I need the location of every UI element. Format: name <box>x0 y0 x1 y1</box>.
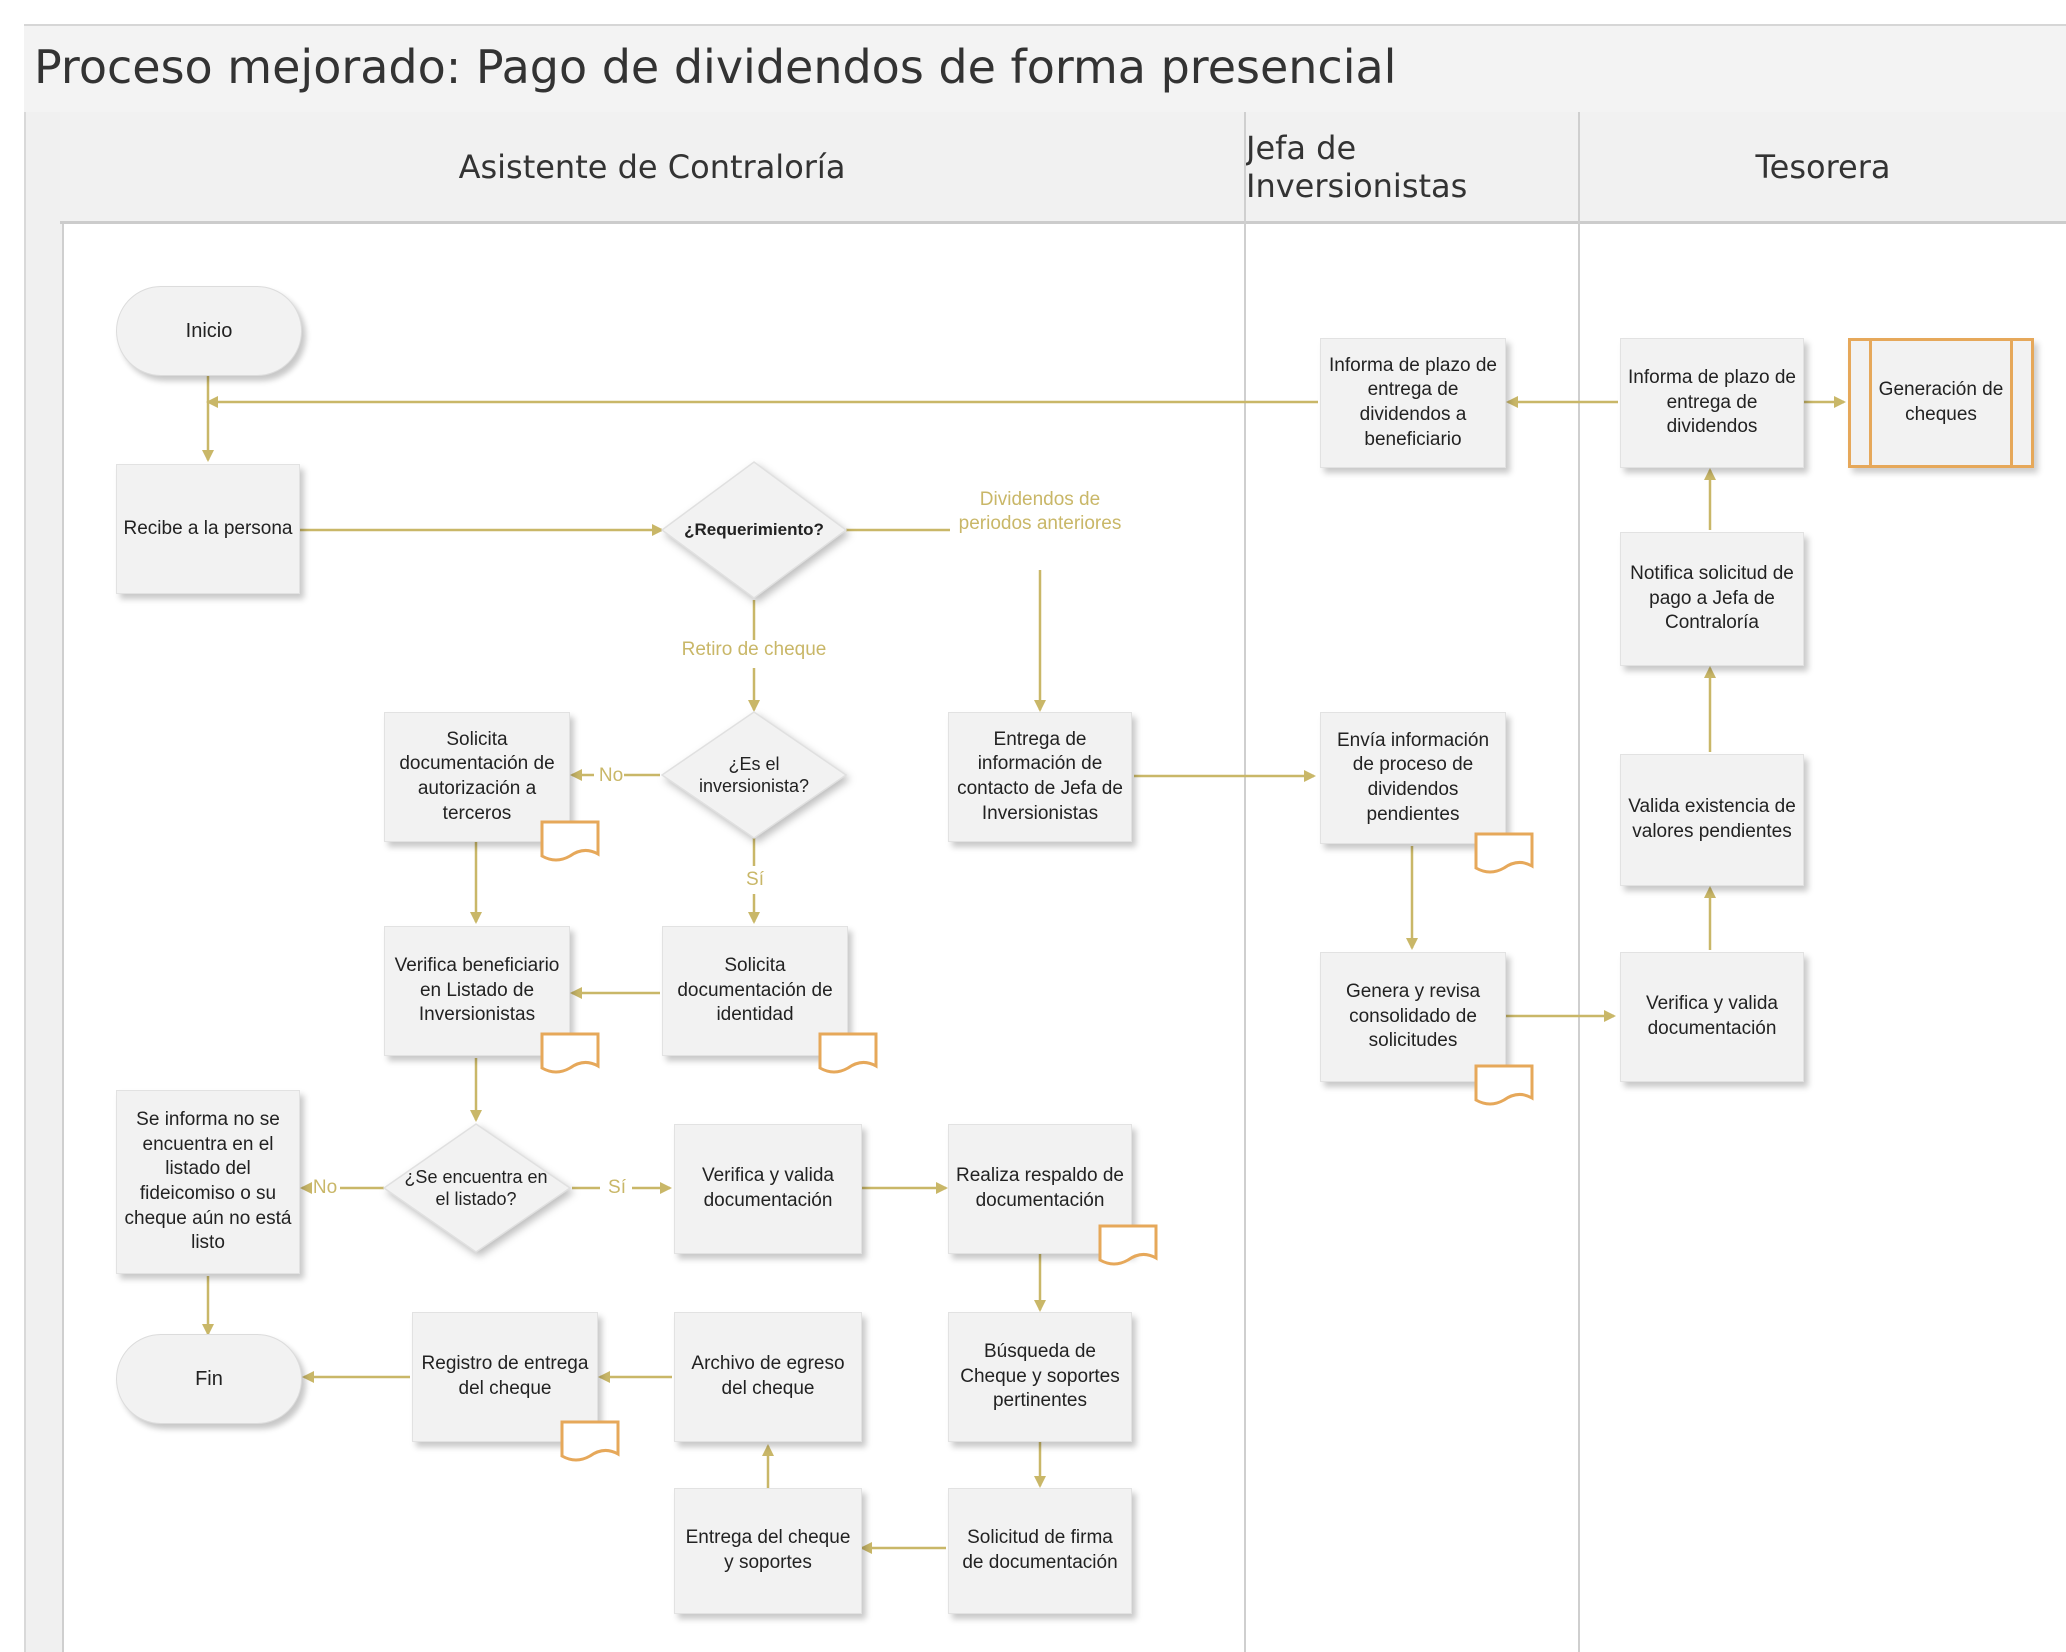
diagram-title-bar: Proceso mejorado: Pago de dividendos de … <box>24 24 2066 115</box>
lane-separator <box>1244 112 1246 1652</box>
process-verifica-valida-2: Verifica y valida documentación <box>1620 952 1804 1082</box>
lane-header-asistente: Asistente de Contraloría <box>60 112 1244 224</box>
process-registro-entrega: Registro de entrega del cheque <box>412 1312 598 1442</box>
diagram-title: Proceso mejorado: Pago de dividendos de … <box>34 40 1397 94</box>
flow-label-no: No <box>598 765 624 786</box>
subprocess-generacion-cheques: Generación de cheques <box>1848 338 2034 468</box>
end-terminal: Fin <box>116 1334 302 1424</box>
flow-label-si: Sí <box>746 869 764 890</box>
document-icon <box>1474 832 1534 874</box>
decision-inversionista-label: ¿Es el inversionista? <box>698 753 810 797</box>
start-terminal: Inicio <box>116 286 302 376</box>
process-verifica-beneficiario: Verifica beneficiario en Listado de Inve… <box>384 926 570 1056</box>
flow-label-si: Sí <box>608 1177 626 1198</box>
process-informa-plazo-jefa: Informa de plazo de entrega de dividendo… <box>1320 338 1506 468</box>
process-informa-plazo-tesorera: Informa de plazo de entrega de dividendo… <box>1620 338 1804 468</box>
document-icon <box>818 1032 878 1074</box>
process-genera-revisa: Genera y revisa consolidado de solicitud… <box>1320 952 1506 1082</box>
process-recibe: Recibe a la persona <box>116 464 300 594</box>
process-solicitud-firma: Solicitud de firma de documentación <box>948 1488 1132 1614</box>
process-valida-existencia: Valida existencia de valores pendientes <box>1620 754 1804 886</box>
process-realiza-respaldo: Realiza respaldo de documentación <box>948 1124 1132 1254</box>
process-se-informa: Se informa no se encuentra en el listado… <box>116 1090 300 1274</box>
process-notifica-solicitud: Notifica solicitud de pago a Jefa de Con… <box>1620 532 1804 666</box>
document-icon <box>540 820 600 862</box>
process-entrega-contacto: Entrega de información de contacto de Je… <box>948 712 1132 842</box>
decision-listado-label: ¿Se encuentra en el listado? <box>404 1166 548 1210</box>
decision-diamond-requerimiento <box>660 461 848 599</box>
decision-requerimiento-label: ¿Requerimiento? <box>684 520 824 540</box>
process-entrega-cheque: Entrega del cheque y soportes <box>674 1488 862 1614</box>
process-busqueda-cheque: Búsqueda de Cheque y soportes pertinente… <box>948 1312 1132 1442</box>
decision-diamond-inversionista <box>660 711 848 839</box>
document-icon <box>560 1420 620 1462</box>
lane-header-tesorera: Tesorera <box>1580 112 2066 224</box>
flow-label-retiro-cheque: Retiro de cheque <box>681 639 827 660</box>
lane-separator <box>1578 112 1580 1652</box>
flow-label-dividendos-anteriores: Dividendos de periodos anteriores <box>958 489 1122 534</box>
pool-label-strip <box>24 112 64 1652</box>
lane-header-jefa: Jefa de Inversionistas <box>1246 112 1578 224</box>
flow-label-no: No <box>312 1177 338 1198</box>
document-icon <box>1098 1224 1158 1266</box>
decision-diamond-listado <box>382 1123 572 1253</box>
process-solicita-autorizacion: Solicita documentación de autorización a… <box>384 712 570 842</box>
document-icon <box>540 1032 600 1074</box>
process-verifica-valida-1: Verifica y valida documentación <box>674 1124 862 1254</box>
document-icon <box>1474 1064 1534 1106</box>
process-envia-info: Envía información de proceso de dividend… <box>1320 712 1506 844</box>
process-archivo-egreso: Archivo de egreso del cheque <box>674 1312 862 1442</box>
process-solicita-identidad: Solicita documentación de identidad <box>662 926 848 1056</box>
